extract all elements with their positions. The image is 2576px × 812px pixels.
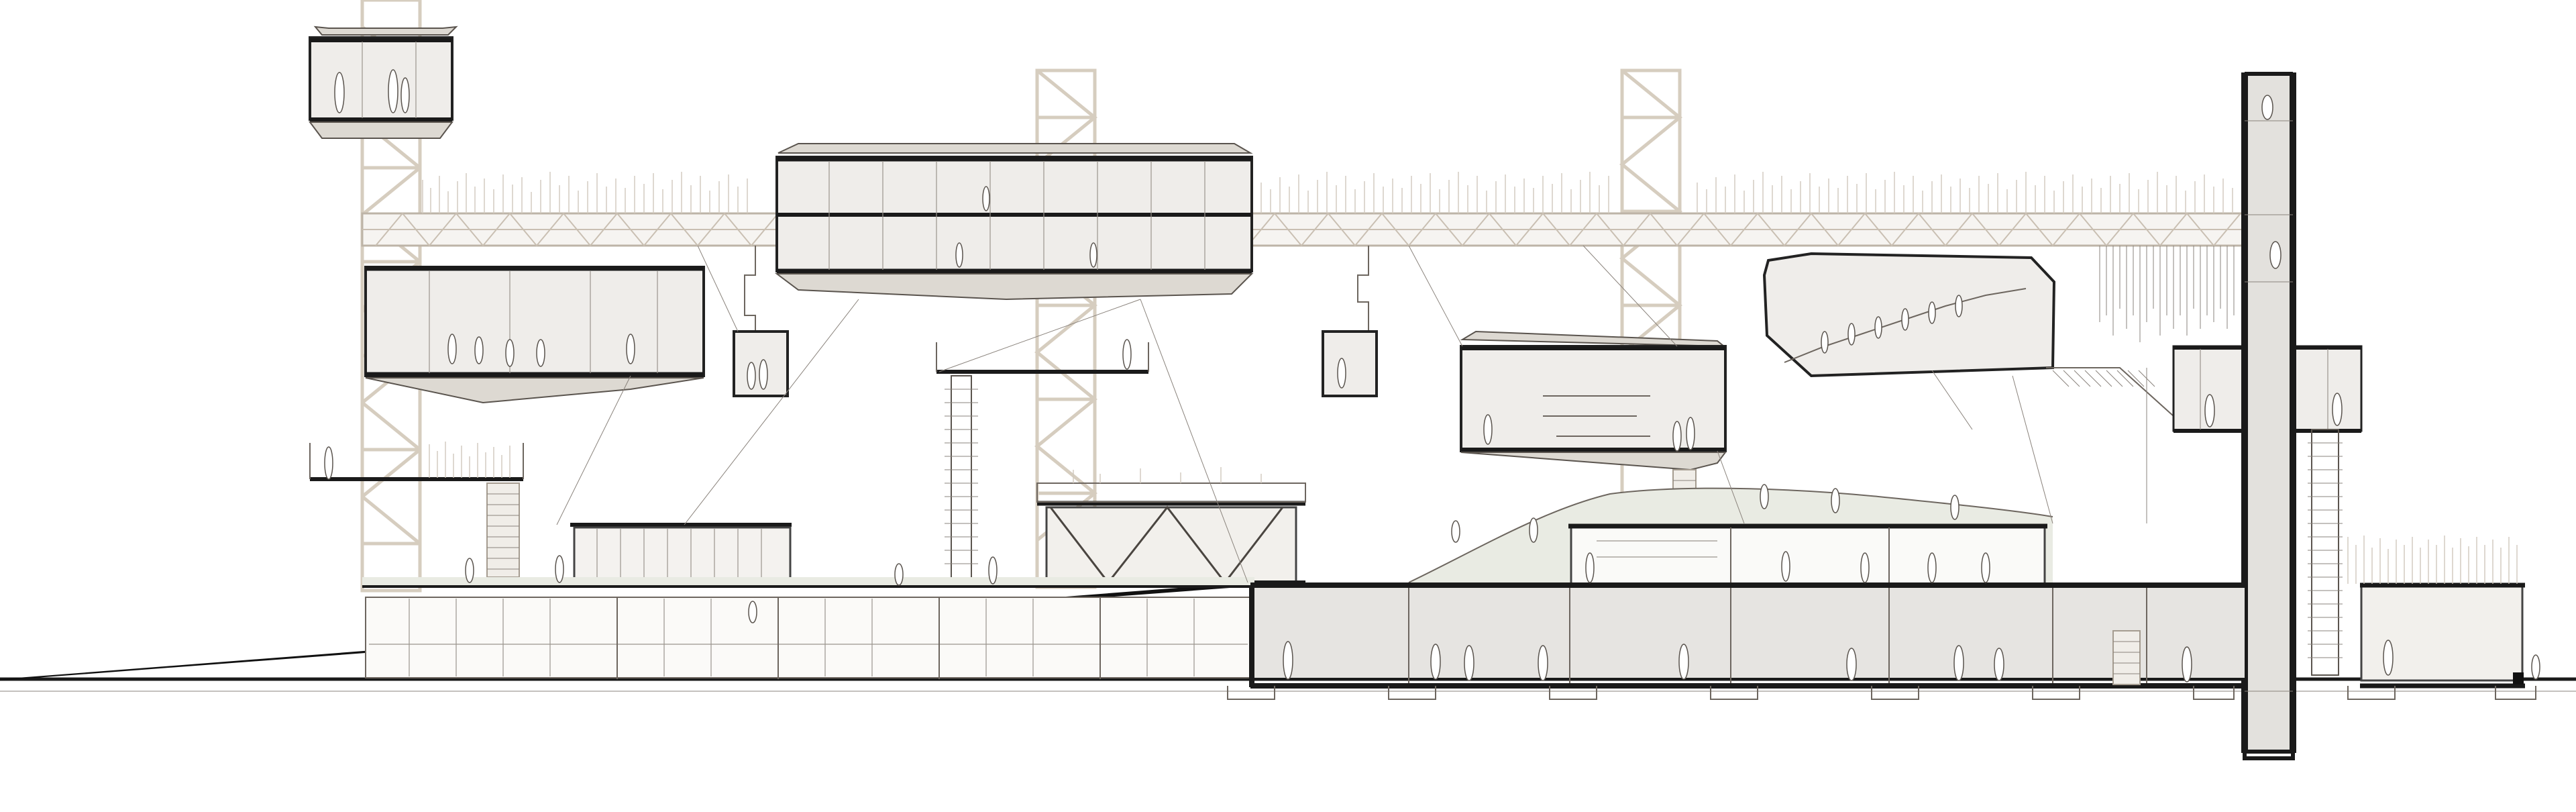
lower-hall-left bbox=[362, 577, 1254, 679]
auditorium-pod bbox=[1762, 252, 2174, 417]
cabin-top-left bbox=[309, 26, 458, 139]
foundations bbox=[1227, 686, 2536, 760]
annex-right bbox=[2347, 536, 2525, 689]
studio-box-right bbox=[1460, 330, 1727, 528]
glass-pavilion bbox=[570, 523, 792, 585]
a-frame-pavilion bbox=[1036, 467, 1306, 585]
sky-bridge bbox=[361, 172, 2249, 247]
spiral-stair-right bbox=[2308, 429, 2343, 676]
pod-two-storey bbox=[775, 143, 1254, 301]
people bbox=[324, 69, 2540, 682]
mound-and-upper-hall bbox=[1408, 487, 2053, 587]
gallery-box-left bbox=[364, 266, 705, 404]
lower-hall-right bbox=[1249, 582, 2245, 689]
terrace-left bbox=[309, 442, 524, 578]
vertical-core bbox=[2241, 72, 2296, 754]
elevator-cab-right bbox=[1322, 246, 1378, 397]
water-screen bbox=[2099, 246, 2235, 342]
suspension-cables bbox=[556, 245, 2147, 583]
